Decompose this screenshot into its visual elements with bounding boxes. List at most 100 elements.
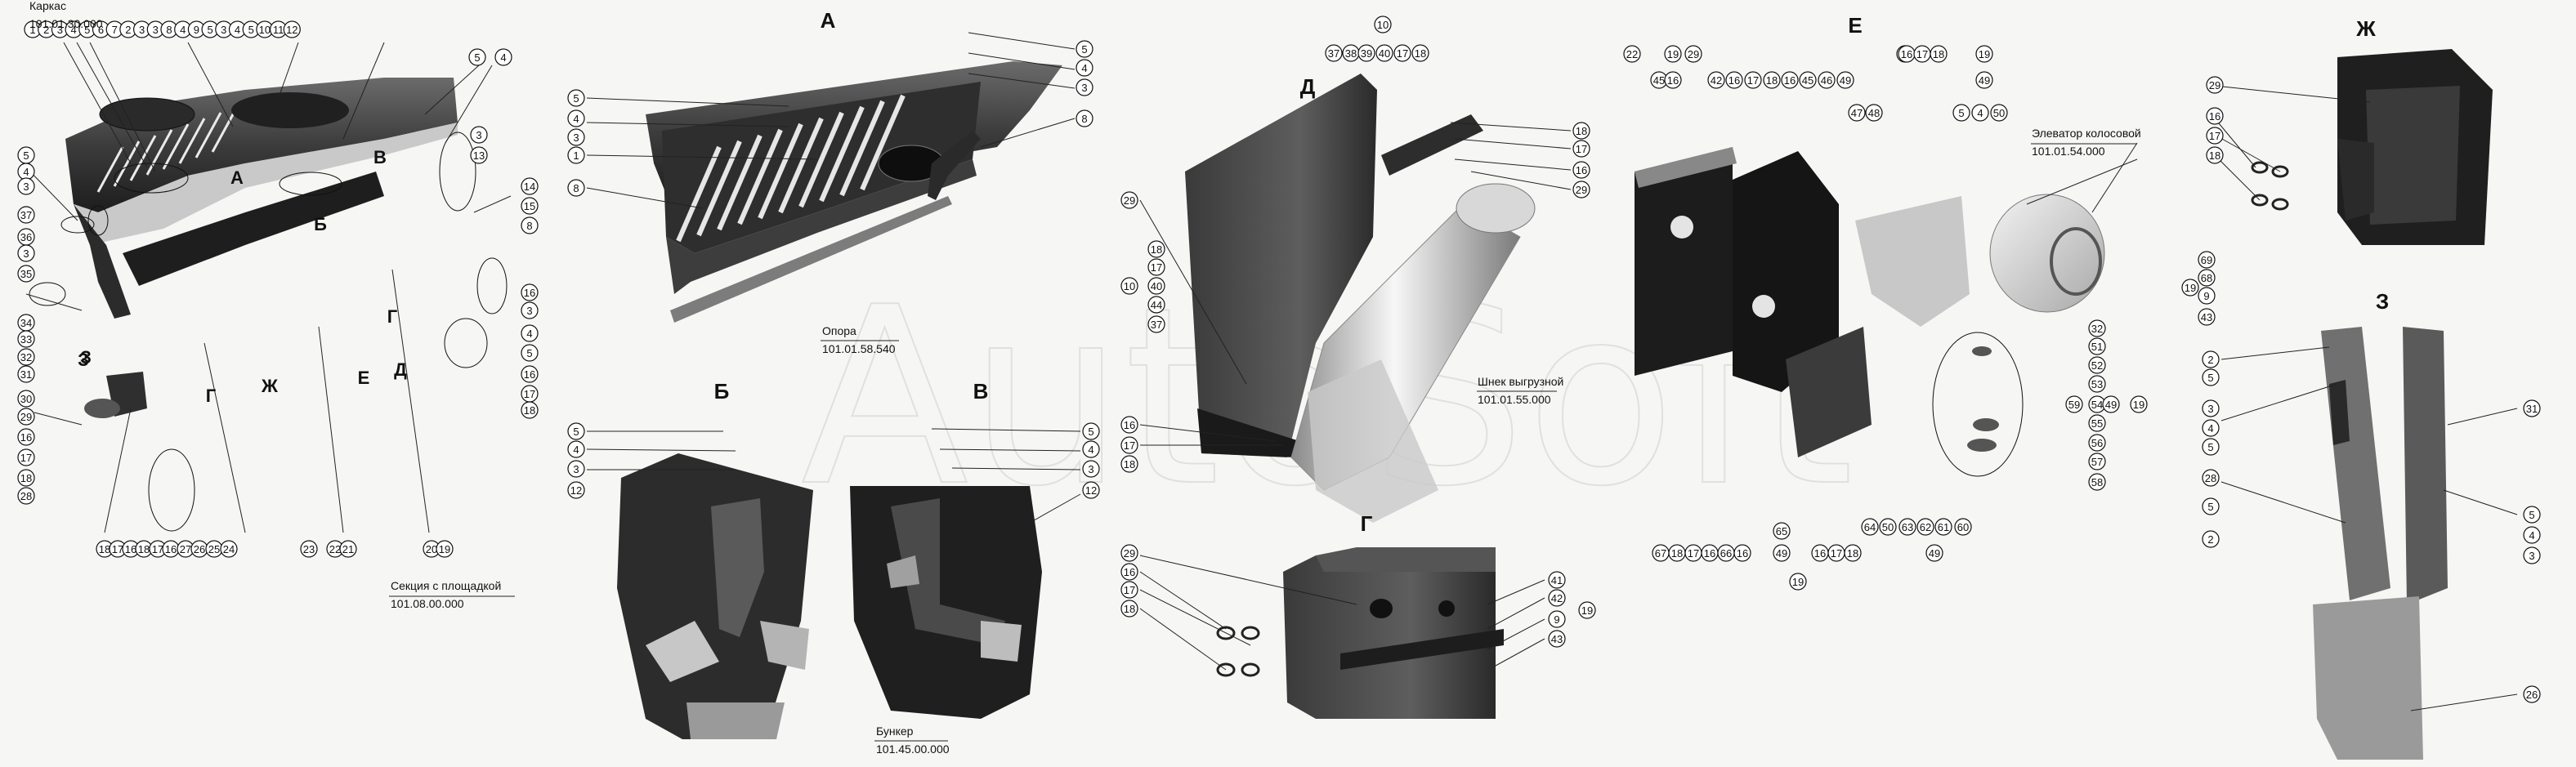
main-view-letter-5: Е [358,368,370,388]
callout-E_right-10: 49 [2102,395,2120,413]
callout-E_bottom-17: 60 [1954,518,1972,536]
callout-label: 50 [1882,521,1894,533]
callout-main_left-13: 16 [17,428,35,446]
callout-label: 17 [1151,261,1162,274]
callout-circle [17,365,35,383]
callout-E_bottom-6: 65 [1773,522,1791,540]
callout-label: 51 [2091,341,2103,353]
callout-circle [1879,518,1897,536]
callout-circle [1120,277,1138,295]
callout-D_left-2: 17 [1147,258,1165,276]
callout-label: 9 [194,24,199,36]
callout-main_right-10: 17 [521,385,539,403]
callout-E_bottom-15: 62 [1916,518,1934,536]
callout-circle [2181,279,2199,297]
callout-label: 13 [473,149,485,162]
callout-label: 5 [248,24,254,36]
elevator-mid-hole [1752,295,1775,318]
view-label-6: Ж [2355,16,2376,41]
callout-label: 59 [2068,399,2080,411]
bunker-b-plate [646,621,719,682]
callout-E_top-17: 17 [1913,45,1931,63]
callout-D_right-2: 16 [1572,161,1590,179]
callout-main_left-15: 18 [17,469,35,487]
callout-G_right-1: 42 [1548,589,1566,607]
callout-label: 3 [23,247,29,260]
callout-circle [1548,589,1566,607]
main-view-letter-7: З [78,350,89,370]
callout-main_right-1: 13 [470,146,488,164]
callout-E_right-11: 19 [2130,395,2148,413]
callout-main_right-5: 16 [521,283,539,301]
mount-washers [1216,626,1260,677]
callout-label: 5 [1958,107,1964,119]
callout-label: 26 [2526,689,2538,701]
caption-name: Шнек выгрузной [1478,375,1563,388]
callout-label: 3 [57,24,63,36]
grate-slats [676,94,906,243]
callout-label: 17 [1576,143,1587,155]
callout-circle [1082,440,1100,458]
callout-D_left-9: 18 [1120,455,1138,473]
callout-label: 16 [1124,419,1135,431]
mount-main-plate [1283,555,1496,719]
callout-E_top-4: 29 [1684,45,1702,63]
view-zh-bracket [2251,49,2493,245]
callout-label: 48 [1868,107,1880,119]
callout-circle [1725,71,1743,89]
callout-circle [2202,350,2220,368]
callout-G_right-0: 41 [1548,571,1566,589]
callout-label: 5 [2207,372,2213,384]
callout-main_bottom-5: 16 [162,540,180,558]
callout-label: 17 [1747,74,1759,87]
callout-circle [1844,544,1862,562]
callout-label: 29 [1688,48,1699,60]
mount-hole-1 [1370,599,1393,618]
callout-label: 57 [2091,456,2103,468]
caption-name: Элеватор колосовой [2032,127,2141,140]
callout-label: 18 [99,543,110,555]
callout-main_right-0: 3 [470,126,488,144]
callout-circle [17,348,35,366]
callout-main_left-14: 17 [17,448,35,466]
callout-E_bottom-11: 18 [1844,544,1862,562]
callout-E_right-9: 59 [2065,395,2083,413]
callout-main_bottom-11: 22 [326,540,344,558]
callout-E_right-5: 55 [2088,414,2106,432]
callout-label: 3 [476,129,481,141]
callout-V-1: 4 [1082,440,1100,458]
callout-E_bottom-9: 16 [1811,544,1829,562]
bunker-v-body [850,486,1042,719]
callout-label: 5 [2207,441,2213,453]
callout-label: 23 [303,543,315,555]
callout-label: 18 [1151,243,1162,256]
callout-circle [1120,191,1138,209]
callout-label: 9 [1554,613,1559,626]
callout-circle [2206,146,2224,164]
callout-circle [2102,395,2120,413]
callout-label: 18 [1933,48,1944,60]
callout-circle [521,197,539,215]
callout-E_top-1: 19 [1664,45,1682,63]
callout-main_left-3: 37 [17,206,35,224]
view-v-bunker [850,486,1042,719]
callout-main_left-16: 28 [17,487,35,505]
callout-D_top-4: 40 [1375,44,1393,62]
callout-circle [2065,395,2083,413]
callout-circle [1789,573,1807,591]
callout-circle [2523,546,2541,564]
callout-circle [2523,526,2541,544]
callout-E_top-2: 45 [1650,71,1668,89]
callout-label: 9 [2203,290,2209,302]
callout-E_right-4: 54 [2088,395,2106,413]
callout-label: 31 [20,368,32,381]
callout-E_top-6: 16 [1725,71,1743,89]
callout-ZH-5: 68 [2198,269,2216,287]
callout-label: 16 [524,368,535,381]
callout-label: 4 [573,444,579,456]
callout-circle [1861,518,1879,536]
detail-oval-ring [84,399,120,418]
callout-circle [1120,600,1138,618]
callout-label: 53 [2091,378,2103,390]
